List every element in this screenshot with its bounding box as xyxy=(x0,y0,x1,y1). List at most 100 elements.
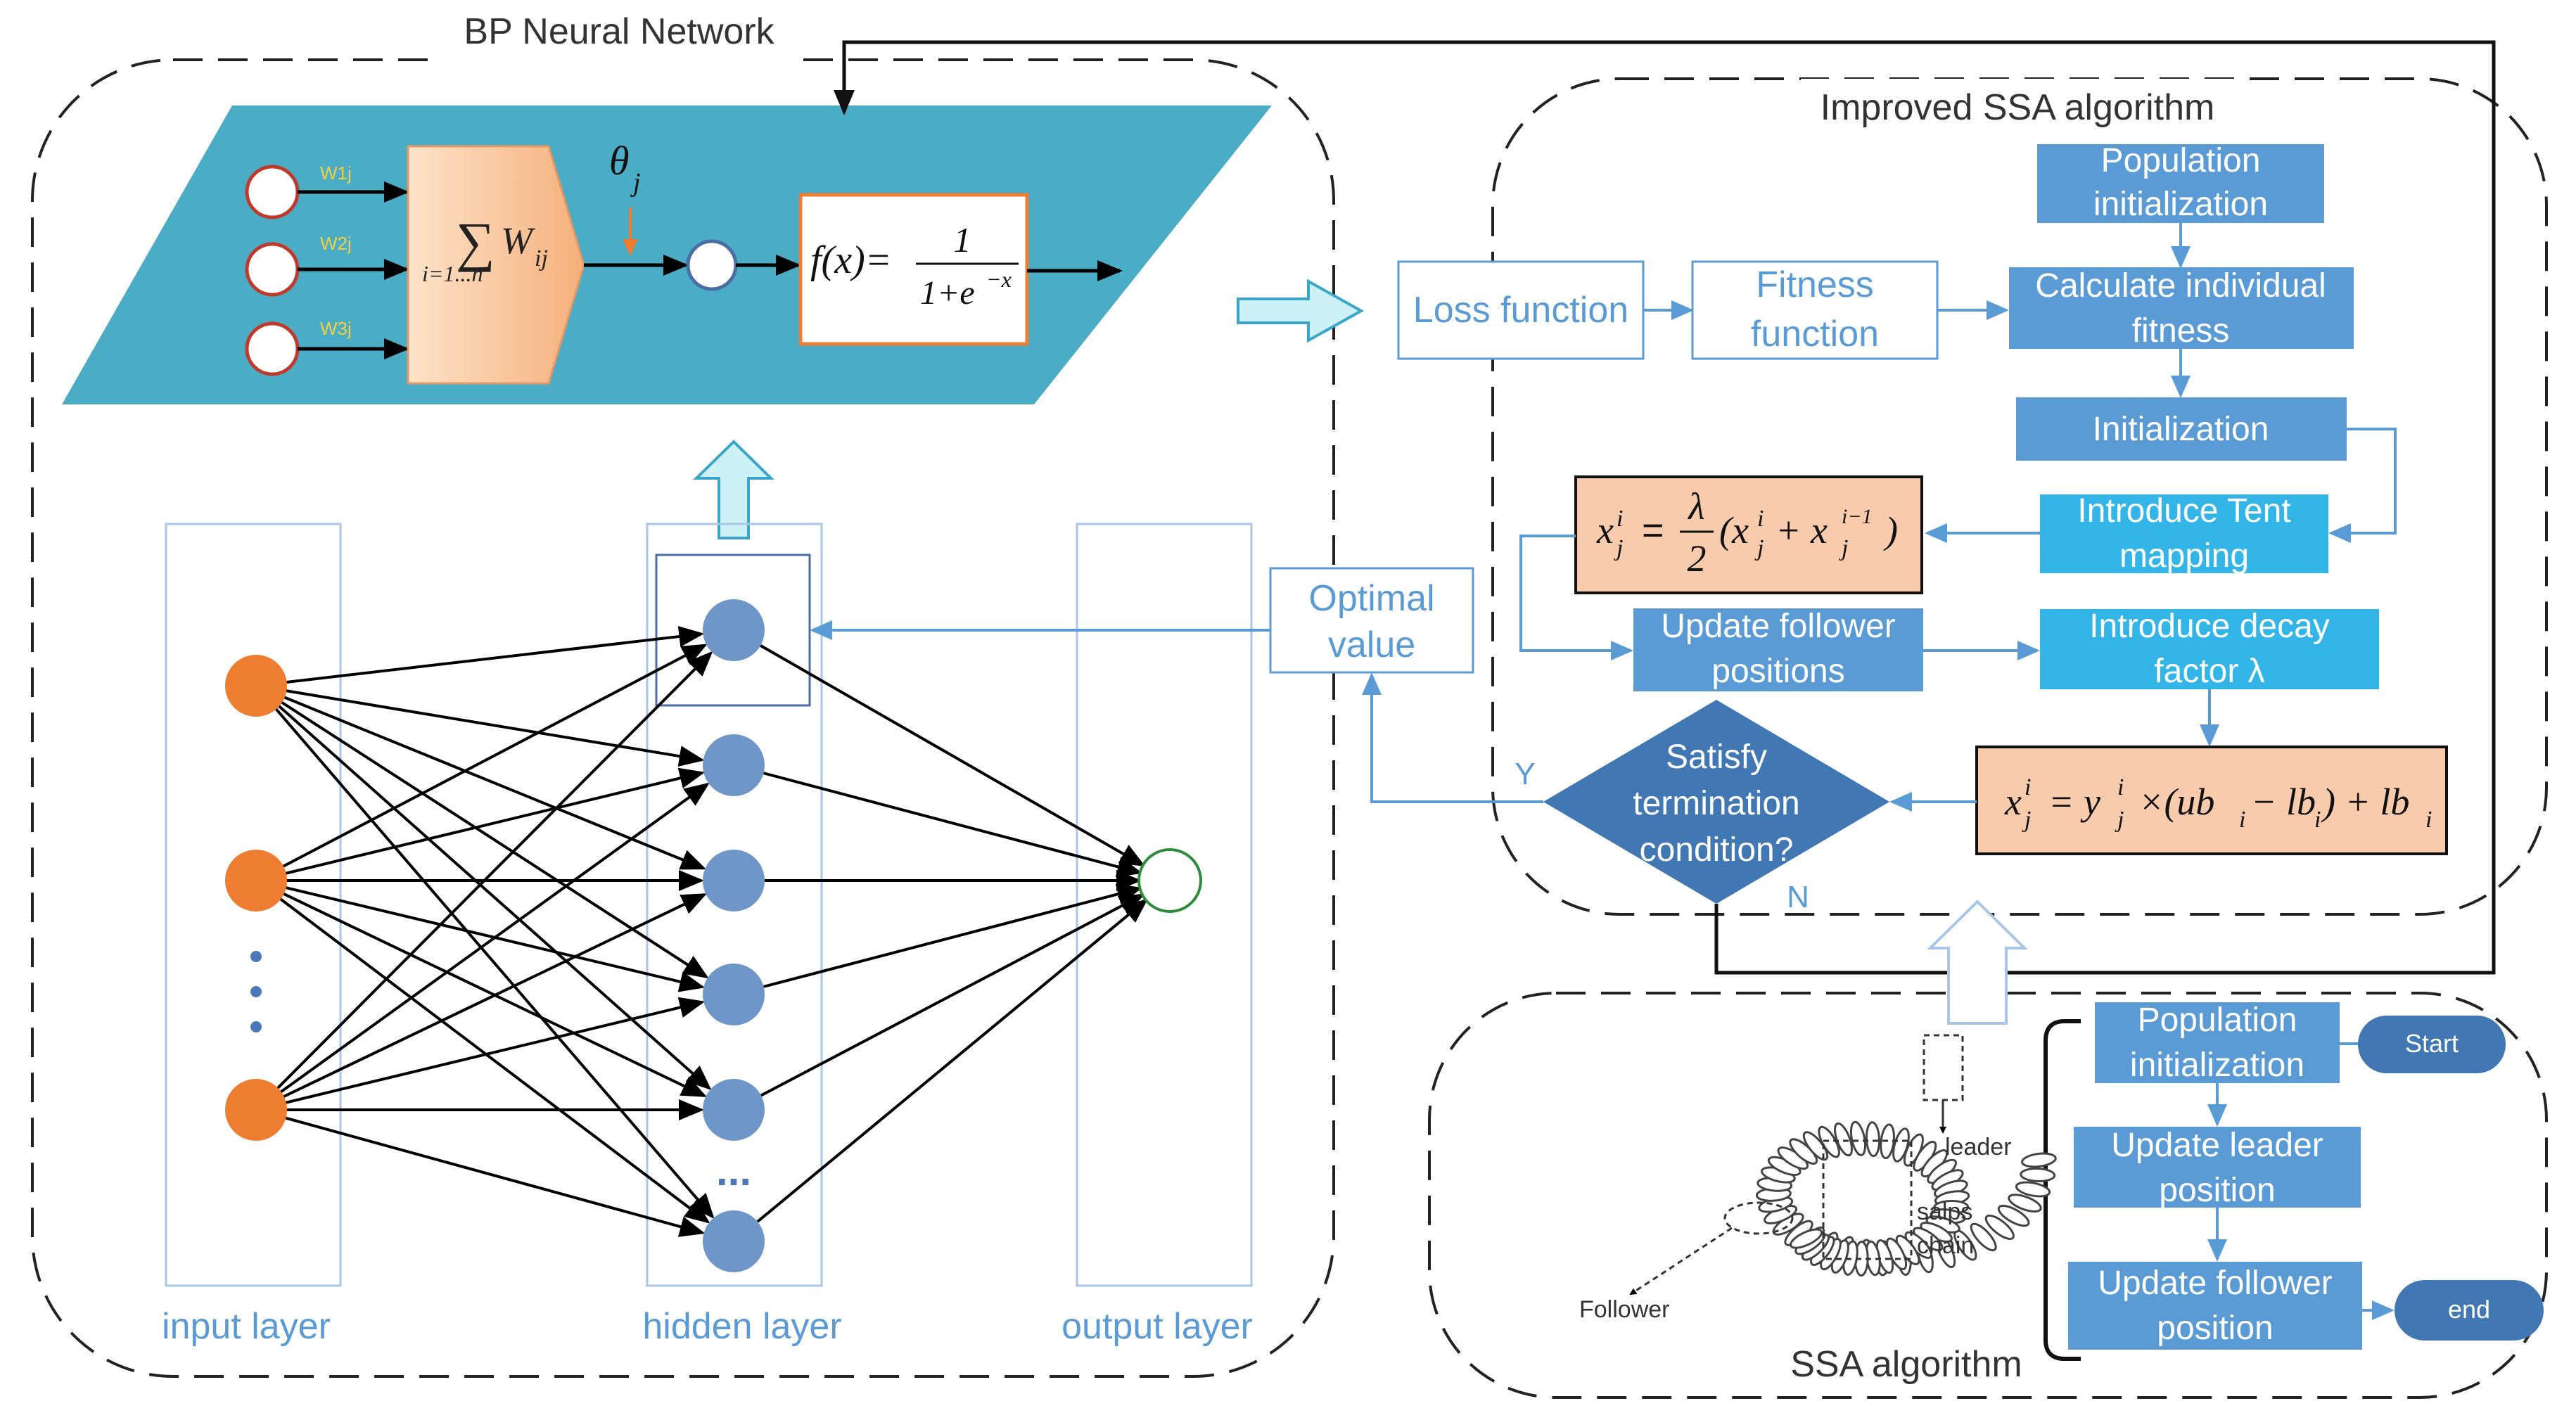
eq1-frac-den: 2 xyxy=(1688,537,1707,580)
initialization-box xyxy=(2016,397,2347,461)
ssa-end-terminal[interactable] xyxy=(2395,1280,2544,1341)
edge-input3-hidden2 xyxy=(276,782,710,1096)
improved-pop-init-box xyxy=(2037,144,2324,223)
edge-input2-hidden2 xyxy=(281,767,706,876)
eq2-end-sub: i xyxy=(2425,807,2432,833)
salp-58 xyxy=(1790,1228,1823,1249)
optimal-value-label-1: Optimal xyxy=(1308,578,1434,619)
eq2-ub-sub: i xyxy=(2239,807,2245,833)
output-node xyxy=(1137,848,1202,913)
theta-symbol: θ xyxy=(609,138,630,184)
hidden-ellipsis: ... xyxy=(716,1147,751,1194)
eq1-lhs-sub: j xyxy=(1614,535,1623,561)
weight-label-2: W2j xyxy=(320,233,352,254)
salp-4 xyxy=(2008,1194,2042,1213)
bp-title-bg xyxy=(436,14,802,68)
edge-input3-hidden3 xyxy=(279,893,708,1100)
follower-highlight xyxy=(1723,1201,1794,1235)
eq1-plus-sup: i−1 xyxy=(1842,505,1873,528)
ssa-pop-init-label-1: Population xyxy=(2138,1002,2297,1039)
ssa-update-leader-label-2: position xyxy=(2159,1172,2275,1209)
eq1-rhs: (x xyxy=(1719,509,1749,551)
leader-label: leader xyxy=(1945,1134,2012,1160)
eq1-to-update-arrow xyxy=(1519,535,1633,660)
eq2-y-sub: j xyxy=(2115,807,2124,833)
input-ellipsis-dot-2 xyxy=(250,986,262,997)
output-layer-label: output layer xyxy=(1061,1306,1253,1347)
tent-mapping-box xyxy=(2040,494,2328,573)
activation-denominator: 1+e xyxy=(920,274,975,312)
input-layer-label: input layer xyxy=(162,1306,331,1347)
ssa-update-leader-box xyxy=(2074,1127,2361,1208)
leader-highlight xyxy=(1923,1034,1964,1101)
input-node-2 xyxy=(225,850,287,912)
fitness-function-label-2: function xyxy=(1751,314,1879,354)
edge-input1-hidden1 xyxy=(282,626,705,684)
calc-fitness-label-1: Calculate individual xyxy=(2035,267,2326,305)
neuron-banner xyxy=(62,105,1272,404)
edge-input1-hidden3 xyxy=(280,694,707,870)
ssa-to-improved-arrow xyxy=(1927,900,2028,1025)
edge-input3-hidden1 xyxy=(274,651,713,1092)
summation-sigma: ∑ xyxy=(456,211,495,272)
tent-equation-box xyxy=(1574,475,1923,594)
hidden-node-1 xyxy=(703,599,765,661)
edge-input3-hidden6 xyxy=(281,1115,706,1237)
edge-input2-hidden1 xyxy=(279,644,708,870)
ssa-update-leader-label-1: Update leader xyxy=(2111,1127,2323,1164)
decision-label-3: condition? xyxy=(1640,831,1794,869)
improved-ssa-title: Improved SSA algorithm xyxy=(1821,87,2215,128)
improved-update-follower-box xyxy=(1633,608,1923,691)
edge-hidden6-output xyxy=(756,898,1149,1223)
tent-mapping-label-2: mapping xyxy=(2119,537,2249,575)
neuron-input-2 xyxy=(245,242,300,297)
network-edges xyxy=(272,626,1149,1237)
hidden-layer-label: hidden layer xyxy=(642,1306,841,1347)
eq1-plus: + x xyxy=(1775,509,1828,551)
ssa-pop-init-box xyxy=(2095,1002,2340,1083)
eq2-minus: − lb xyxy=(2251,781,2316,823)
input-layer-frame xyxy=(165,523,342,1287)
neuron-input-3 xyxy=(245,321,300,376)
salp-1 xyxy=(2021,1152,2057,1168)
boundary-equation-box xyxy=(1975,746,2448,855)
activation-box xyxy=(798,193,1029,346)
salp-3 xyxy=(2015,1181,2051,1198)
initialization-label: Initialization xyxy=(2093,411,2269,448)
salp-6 xyxy=(1984,1214,2015,1240)
network-nodes xyxy=(225,599,1202,1272)
ssa-title: SSA algorithm xyxy=(1790,1344,2022,1385)
ssa-start-label: Start xyxy=(2405,1029,2459,1058)
edge-hidden4-output xyxy=(763,883,1143,988)
decay-factor-label-1: Introduce decay xyxy=(2089,608,2330,645)
follower-pointer xyxy=(1629,1227,1733,1296)
hidden-node-6 xyxy=(703,1210,765,1272)
eq1-equals: = xyxy=(1642,509,1664,551)
eq1-lhs: x xyxy=(1596,509,1614,551)
fitness-function-box xyxy=(1691,260,1939,360)
ssa-pop-init-label-2: initialization xyxy=(2130,1047,2304,1084)
ssa-start-terminal[interactable] xyxy=(2358,1016,2506,1073)
decision-no: N xyxy=(1787,880,1809,914)
eq1-rhs-sub: j xyxy=(1754,535,1764,561)
input-node-3 xyxy=(225,1079,287,1141)
input-ellipsis-dot-1 xyxy=(250,951,262,962)
weight-label-1: W1j xyxy=(320,162,352,184)
summation-block xyxy=(407,145,585,385)
input-node-1 xyxy=(225,655,287,717)
termination-decision xyxy=(1543,700,1889,904)
follower-label: Follower xyxy=(1579,1296,1669,1323)
bp-title: BP Neural Network xyxy=(464,11,774,52)
optimal-value-label-2: value xyxy=(1328,625,1415,665)
decision-label-2: termination xyxy=(1633,785,1799,822)
eq2-equals: = y xyxy=(2048,781,2100,823)
tent-mapping-label-1: Introduce Tent xyxy=(2077,492,2290,530)
edge-hidden1-output xyxy=(760,644,1146,867)
feedback-loop-line xyxy=(834,40,2496,975)
ssa-update-follower-label-2: position xyxy=(2157,1310,2273,1347)
eq2-rest: ×(ub xyxy=(2138,781,2214,823)
edge-input1-hidden5 xyxy=(275,702,712,1091)
salp-2 xyxy=(2020,1167,2056,1183)
chain-label-1: salps xyxy=(1917,1198,1972,1225)
